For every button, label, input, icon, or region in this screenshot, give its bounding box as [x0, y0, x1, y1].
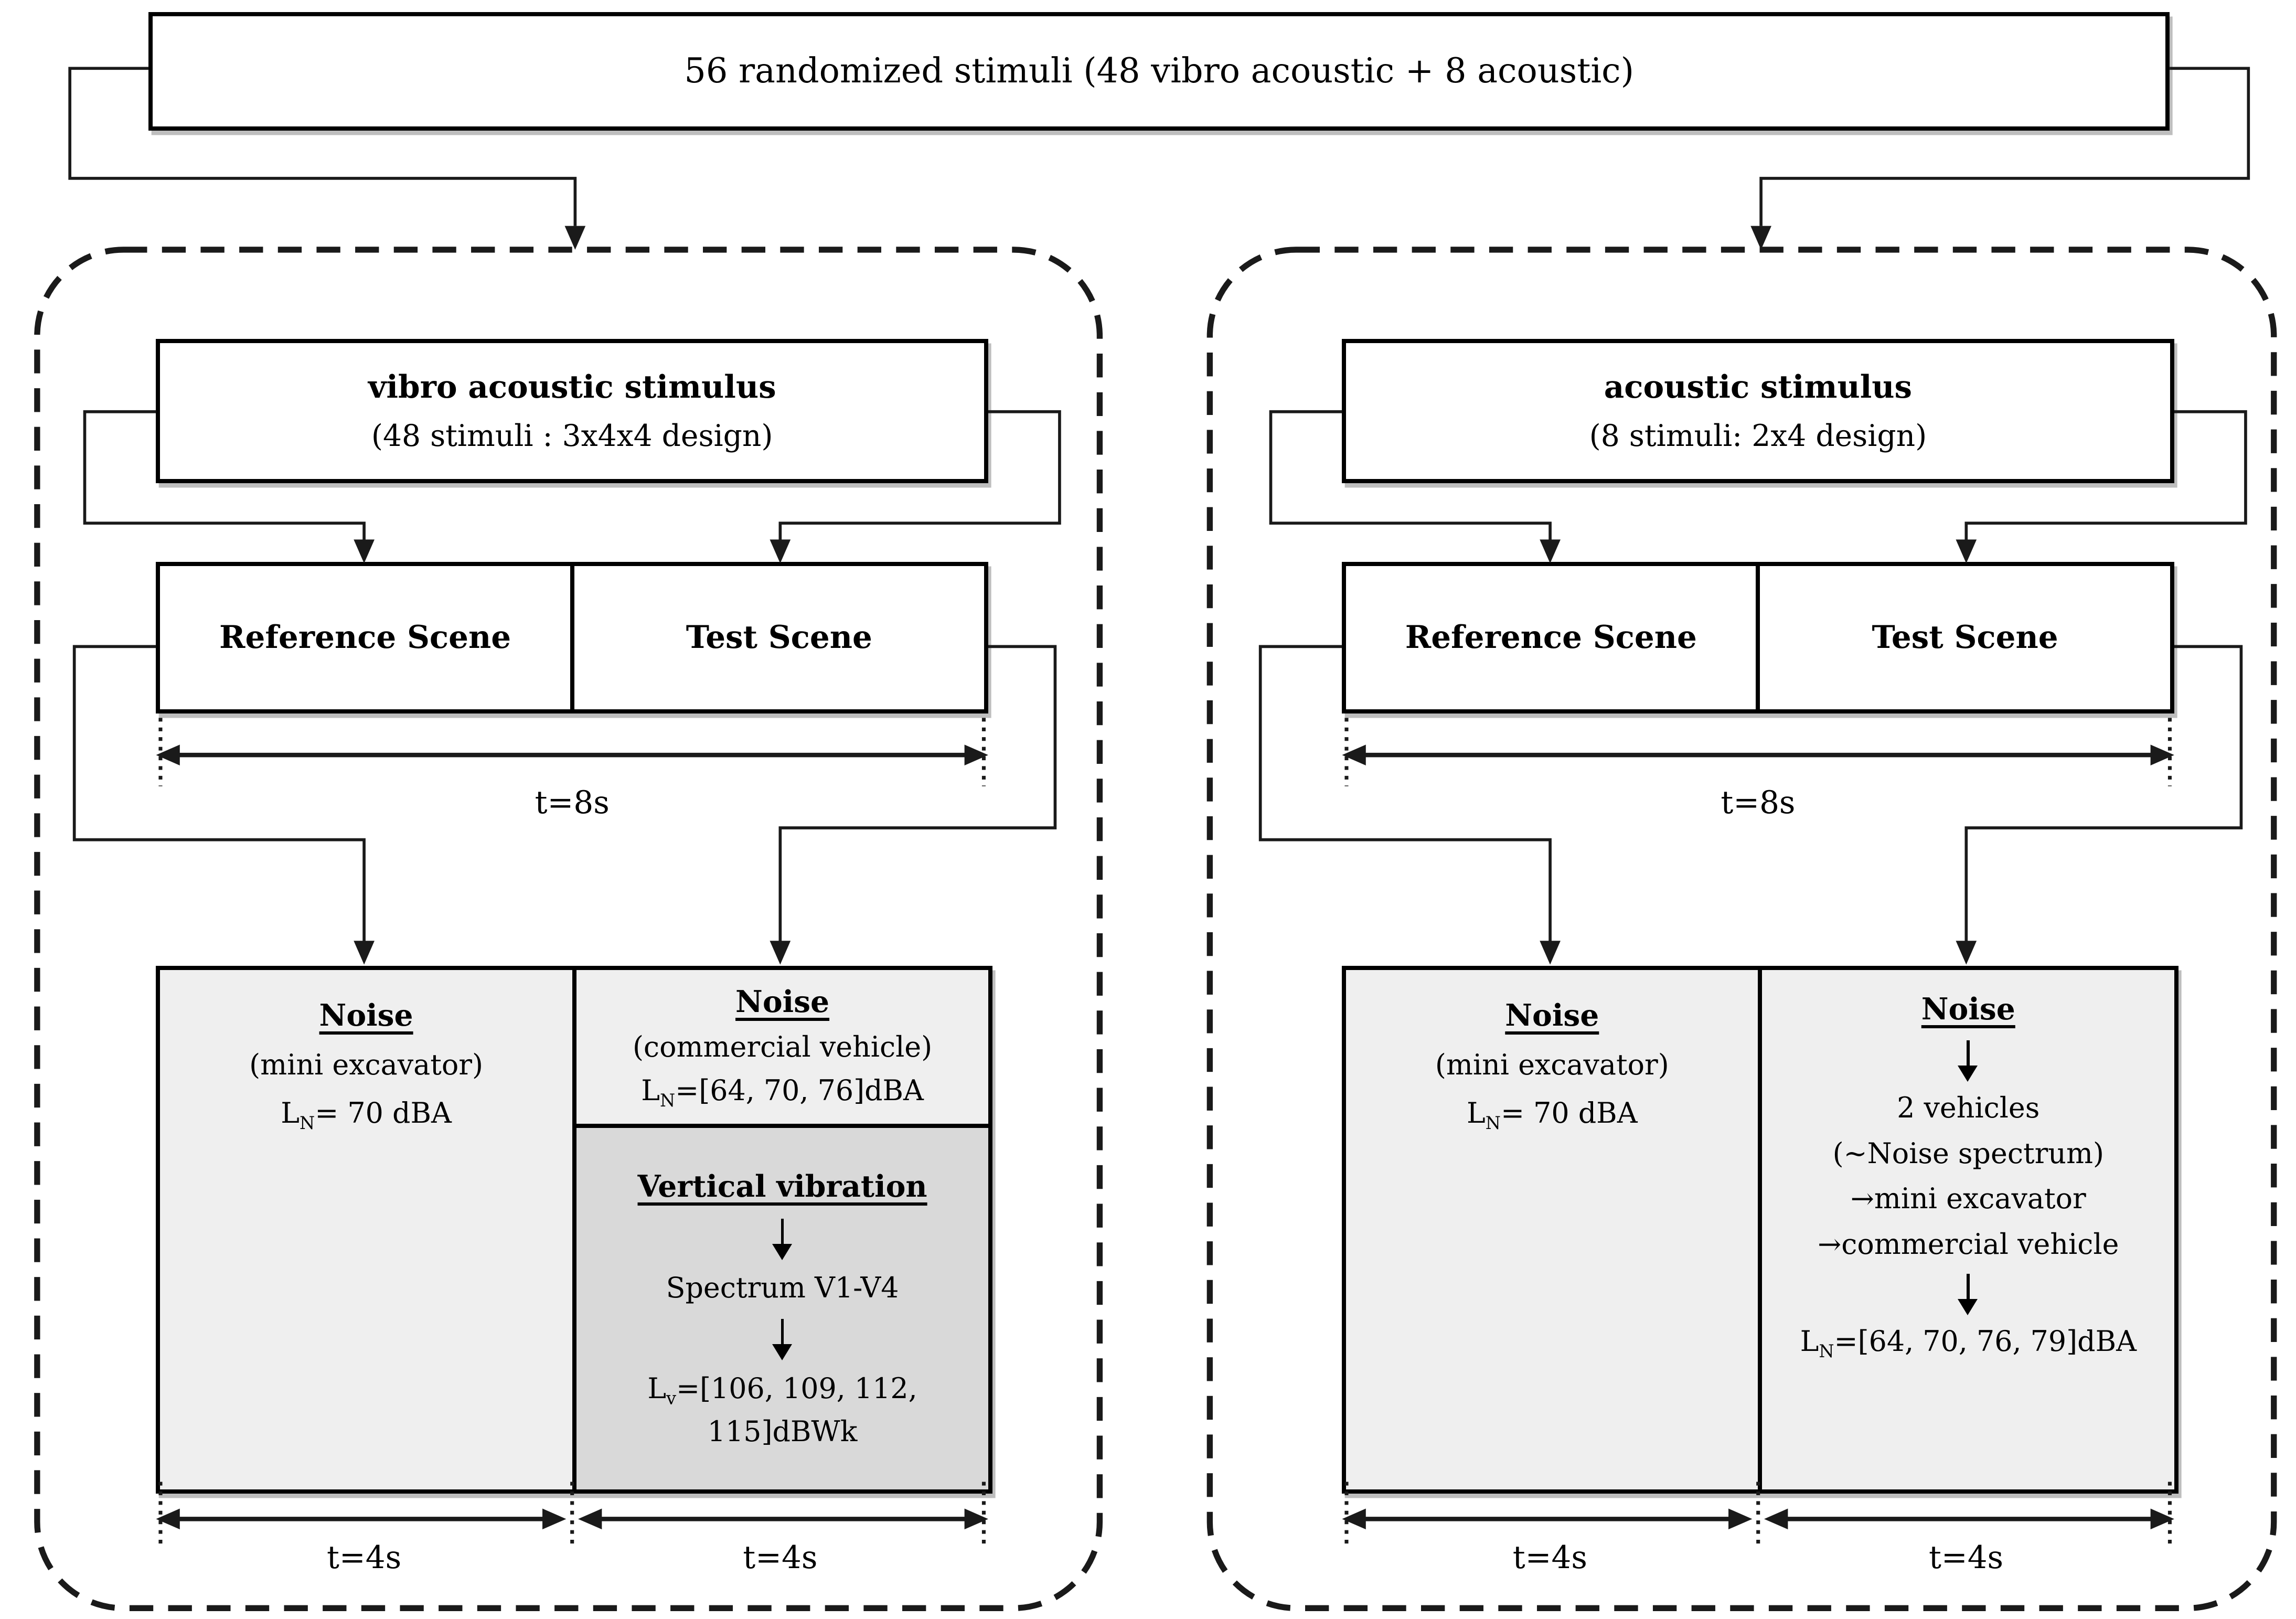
- vehicles-line: 2 vehicles: [1897, 1091, 2040, 1125]
- vibro-header-title: vibro acoustic stimulus: [368, 368, 776, 406]
- acoustic-header-box: acoustic stimulus (8 stimuli: 2x4 design…: [1342, 338, 2174, 483]
- down-arrow-icon: [772, 1319, 792, 1361]
- t4-label: t=4s: [1512, 1539, 1587, 1576]
- down-arrowhead-icon: [354, 941, 375, 965]
- reference-scene-cell: Reference Scene: [1346, 566, 1760, 709]
- vibration-spectrum: Spectrum V1-V4: [666, 1271, 899, 1305]
- right-arrowhead-icon: [2150, 744, 2174, 765]
- left-arrowhead-icon: [1342, 744, 1366, 765]
- vehicle-item: →commercial vehicle: [1818, 1227, 2119, 1261]
- t4-label: t=4s: [1928, 1539, 2004, 1576]
- noise-source: (mini excavator): [249, 1048, 483, 1082]
- left-arrowhead-icon: [1764, 1508, 1788, 1530]
- vertical-vibration-section: Vertical vibration Spectrum V1-V4 Lv=[10…: [576, 1127, 989, 1490]
- vibro-header-subtitle: (48 stimuli : 3x4x4 design): [371, 419, 773, 454]
- noise-title: Noise: [735, 984, 830, 1019]
- t4-label: t=4s: [327, 1539, 402, 1576]
- vehicle-item: →mini excavator: [1850, 1182, 2086, 1216]
- right-arrowhead-icon: [2150, 1508, 2174, 1530]
- vibro-header-box: vibro acoustic stimulus (48 stimuli : 3x…: [156, 338, 988, 483]
- noise-level: LN= 70 dBA: [1466, 1096, 1638, 1134]
- down-arrowhead-icon: [770, 941, 791, 965]
- t8-label: t=8s: [535, 784, 610, 821]
- acoustic-header-subtitle: (8 stimuli: 2x4 design): [1589, 419, 1927, 454]
- down-arrowhead-icon: [1956, 539, 1977, 563]
- acoustic-noise-test-cell: Noise 2 vehicles (~Noise spectrum) →mini…: [1762, 970, 2175, 1490]
- down-arrow-icon: [772, 1218, 792, 1261]
- noise-source: (commercial vehicle): [632, 1030, 933, 1063]
- noise-level: LN= 70 dBA: [281, 1096, 452, 1134]
- acoustic-header-title: acoustic stimulus: [1604, 368, 1913, 406]
- left-arrowhead-icon: [156, 1508, 180, 1530]
- down-arrowhead-icon: [1956, 941, 1977, 965]
- noise-source: (mini excavator): [1435, 1048, 1669, 1082]
- down-arrowhead-icon: [770, 539, 791, 563]
- vibro-noise-box: Noise (mini excavator) LN= 70 dBA Noise …: [156, 966, 993, 1494]
- vibration-title: Vertical vibration: [637, 1169, 927, 1204]
- t8-label: t=8s: [1721, 784, 1796, 821]
- vibro-noise-reference-cell: Noise (mini excavator) LN= 70 dBA: [160, 970, 576, 1490]
- down-arrowhead-icon: [1539, 539, 1561, 563]
- down-arrow-icon: [1958, 1040, 1978, 1082]
- acoustic-noise-box: Noise (mini excavator) LN= 70 dBA Noise …: [1342, 966, 2179, 1494]
- spectrum-line: (~Noise spectrum): [1832, 1136, 2104, 1170]
- left-arrowhead-icon: [156, 744, 180, 765]
- acoustic-test-noise-stack: Noise 2 vehicles (~Noise spectrum) →mini…: [1800, 970, 2137, 1489]
- vibro-noise-test-cell: Noise (commercial vehicle) LN=[64, 70, 7…: [576, 970, 989, 1490]
- test-scene-cell: Test Scene: [1872, 619, 2058, 656]
- down-arrow-icon: [1958, 1273, 1978, 1315]
- right-arrowhead-icon: [1728, 1508, 1753, 1530]
- right-arrowhead-icon: [542, 1508, 567, 1530]
- left-arrowhead-icon: [578, 1508, 602, 1530]
- acoustic-branch: acoustic stimulus (8 stimuli: 2x4 design…: [1186, 0, 2296, 1618]
- left-arrowhead-icon: [1342, 1508, 1366, 1530]
- acoustic-noise-reference-cell: Noise (mini excavator) LN= 70 dBA: [1346, 970, 1763, 1490]
- total-stimuli-label: 56 randomized stimuli (48 vibro acoustic…: [684, 51, 1635, 91]
- noise-title: Noise: [319, 998, 413, 1033]
- right-arrowhead-icon: [964, 744, 988, 765]
- noise-level: LN=[64, 70, 76]dBA: [641, 1074, 924, 1111]
- acoustic-scene-box: Reference Scene Test Scene: [1342, 561, 2174, 713]
- t4-label: t=4s: [743, 1539, 818, 1576]
- noise-level: LN=[64, 70, 76, 79]dBA: [1800, 1325, 2137, 1362]
- down-arrowhead-icon: [1539, 941, 1561, 965]
- test-scene-cell: Test Scene: [686, 619, 872, 656]
- vibration-level: Lv=[106, 109, 112, 115]dBWk: [647, 1371, 917, 1448]
- right-arrowhead-icon: [964, 1508, 988, 1530]
- vibro-acoustic-branch: vibro acoustic stimulus (48 stimuli : 3x…: [0, 0, 1110, 1618]
- down-arrowhead-icon: [354, 539, 375, 563]
- noise-title: Noise: [1505, 998, 1599, 1033]
- noise-title: Noise: [1921, 992, 2015, 1027]
- vibro-test-noise-section: Noise (commercial vehicle) LN=[64, 70, 7…: [576, 970, 989, 1128]
- vibro-scene-box: Reference Scene Test Scene: [156, 561, 988, 713]
- reference-scene-cell: Reference Scene: [160, 566, 574, 709]
